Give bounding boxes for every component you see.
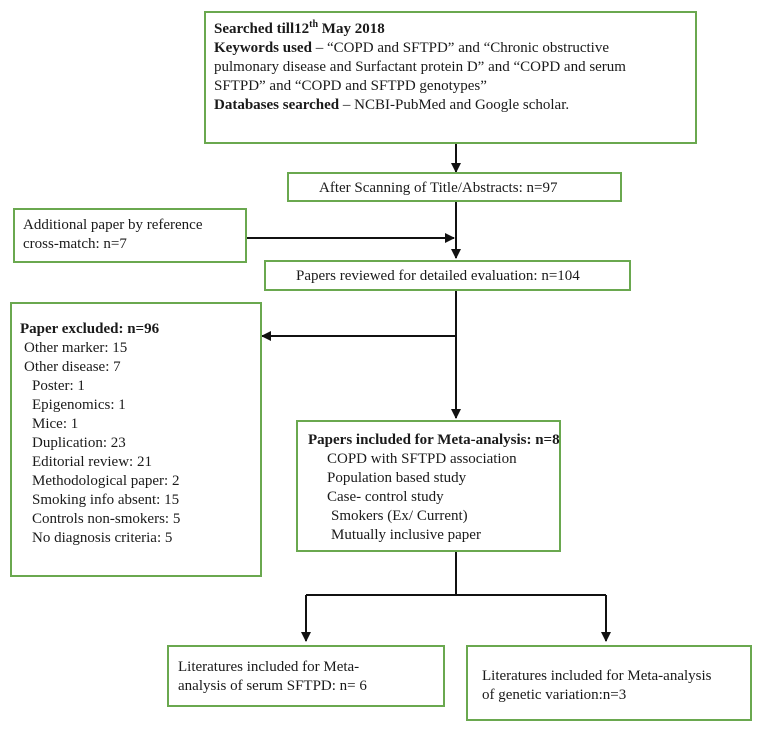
search-criteria-box: Searched till12th May 2018 Keywords used… [204,11,697,144]
screening-text: After Scanning of Title/Abstracts: n=97 [319,180,558,196]
databases-text: – NCBI-PubMed and Google scholar. [339,97,570,113]
screening-box: After Scanning of Title/Abstracts: n=97 [287,172,622,202]
excluded-item: Controls non-smokers: 5 [32,511,181,527]
excluded-list: Other marker: 15 Other disease: 7 Poster… [20,339,260,548]
excluded-item: Smoking info absent: 15 [32,492,180,508]
included-title: Papers included for Meta-analysis: n=8 [308,432,560,448]
searched-label: Searched till12 [214,21,310,37]
searched-date: May 2018 [318,21,385,37]
excluded-box: Paper excluded: n=96 Other marker: 15 Ot… [10,302,262,577]
searched-line: Searched till12th May 2018 [214,20,695,39]
additional-line-1: Additional paper by reference [23,217,203,233]
included-item: Population based study [327,470,467,486]
keywords-label: Keywords used [214,40,312,56]
excluded-item: Other disease: 7 [24,359,121,375]
genetic-line-1: Literatures included for Meta-analysis [482,668,712,684]
serum-line-2: analysis of serum SFTPD: n= 6 [178,678,367,694]
searched-sup: th [309,19,319,30]
excluded-item: Other marker: 15 [24,340,128,356]
excluded-item: Methodological paper: 2 [32,473,180,489]
reviewed-text: Papers reviewed for detailed evaluation:… [296,268,580,284]
excluded-item: Epigenomics: 1 [32,397,126,413]
serum-sftpd-box: Literatures included for Meta- analysis … [167,645,445,707]
keywords-line-2: pulmonary disease and Surfactant protein… [214,59,626,75]
included-item: COPD with SFTPD association [327,451,517,467]
keywords-line-3: SFTPD” and “COPD and SFTPD genotypes” [214,78,487,94]
excluded-item: Mice: 1 [32,416,79,432]
genetic-line-2: of genetic variation:n=3 [482,687,627,703]
excluded-item: No diagnosis criteria: 5 [32,530,173,546]
serum-line-1: Literatures included for Meta- [178,659,360,675]
included-box: Papers included for Meta-analysis: n=8 C… [296,420,561,552]
genetic-variation-box: Literatures included for Meta-analysis o… [466,645,752,721]
additional-paper-box: Additional paper by reference cross-matc… [13,208,247,263]
additional-line-2: cross-match: n=7 [23,236,127,252]
included-item: Case- control study [327,489,444,505]
excluded-item: Duplication: 23 [32,435,126,451]
databases-label: Databases searched [214,97,340,113]
included-item: Mutually inclusive paper [331,527,481,543]
excluded-item: Editorial review: 21 [32,454,152,470]
excluded-title: Paper excluded: n=96 [20,321,160,337]
reviewed-box: Papers reviewed for detailed evaluation:… [264,260,631,291]
excluded-item: Poster: 1 [32,378,85,394]
keywords-text-1: – “COPD and SFTPD” and “Chronic obstruct… [311,40,609,56]
included-item: Smokers (Ex/ Current) [331,508,468,524]
keywords-line-1: Keywords used – “COPD and SFTPD” and “Ch… [214,39,695,58]
databases-line: Databases searched – NCBI-PubMed and Goo… [214,96,695,115]
